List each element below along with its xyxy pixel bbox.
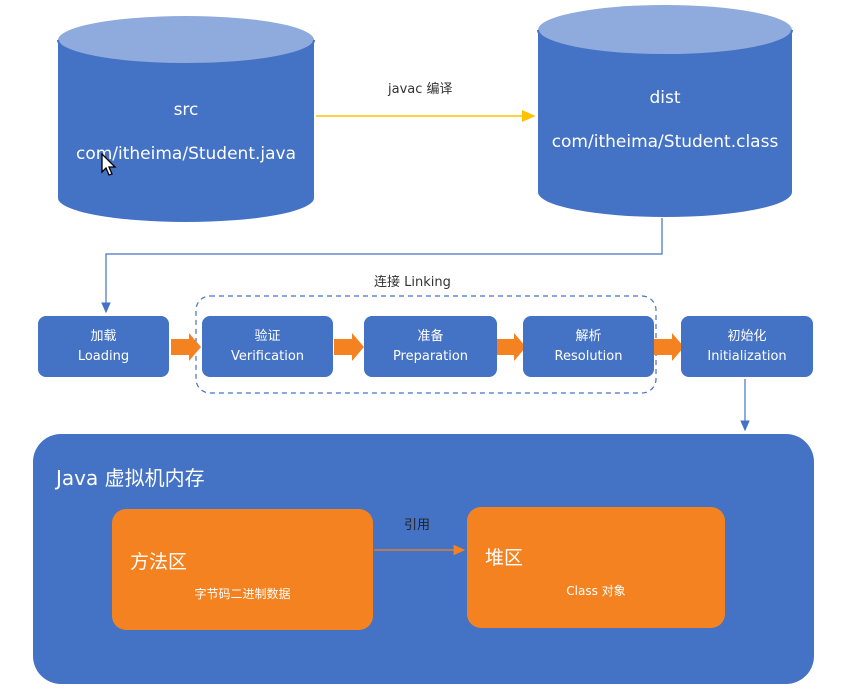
arrow-preparation-to-resolution [497, 333, 526, 361]
dist-title: dist [649, 88, 681, 108]
method-area-box [112, 509, 373, 630]
heap-area-title: 堆区 [485, 547, 524, 569]
mouse-cursor-icon [101, 153, 117, 176]
dist-path: com/itheima/Student.class [551, 132, 779, 152]
stage-verification: 验证 Verification [202, 316, 333, 377]
dist-to-loading-connector [101, 218, 663, 314]
src-database-cylinder [57, 16, 315, 222]
method-area-subtitle: 字节码二进制数据 [194, 587, 291, 601]
method-area-title: 方法区 [130, 551, 188, 573]
stage-resolution: 解析 Resolution [523, 316, 654, 377]
stage-loading: 加载 Loading [38, 316, 169, 377]
heap-area-box [467, 507, 725, 628]
heap-area-subtitle: Class 对象 [566, 584, 626, 598]
stage-preparation-cn: 准备 [417, 328, 444, 344]
stage-verification-en: Verification [230, 348, 305, 364]
linking-label: 连接 Linking [374, 275, 451, 290]
stage-initialization-cn: 初始化 [727, 328, 767, 344]
stage-loading-cn: 加载 [90, 328, 117, 344]
stage-initialization-en: Initialization [707, 348, 787, 364]
dist-database-cylinder [537, 5, 793, 217]
stage-flow-arrows [171, 333, 684, 361]
stage-resolution-cn: 解析 [575, 328, 602, 344]
reference-label: 引用 [404, 518, 431, 533]
arrow-loading-to-verification [171, 333, 201, 361]
jvm-memory-title: Java 虚拟机内存 [56, 466, 205, 490]
stage-resolution-en: Resolution [554, 348, 623, 364]
compile-label: javac 编译 [388, 82, 453, 97]
src-title: src [173, 100, 199, 120]
stage-initialization: 初始化 Initialization [681, 316, 813, 377]
stage-loading-en: Loading [77, 348, 130, 364]
src-path: com/itheima/Student.java [75, 144, 297, 164]
stage-preparation-en: Preparation [392, 348, 469, 364]
stage-preparation: 准备 Preparation [364, 316, 497, 377]
arrow-resolution-to-initialization [654, 333, 684, 361]
arrow-verification-to-preparation [334, 333, 364, 361]
stage-verification-cn: 验证 [254, 328, 281, 344]
reference-arrow [374, 544, 466, 556]
